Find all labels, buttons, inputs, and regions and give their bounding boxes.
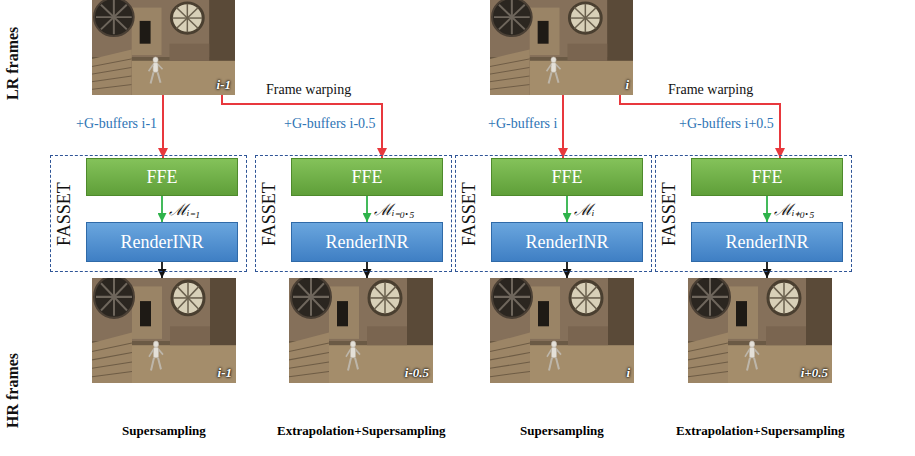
warp-arrow — [222, 95, 382, 158]
feature-arrow — [366, 196, 368, 222]
lr-frame-image: i-1 — [92, 0, 235, 95]
renderinr-block: RenderINR — [691, 222, 843, 262]
frame-caption: Supersampling — [520, 423, 604, 439]
output-arrow — [566, 262, 568, 278]
block-label: RenderINR — [726, 232, 809, 253]
fasset-module: FASSET FFE RenderINR — [50, 155, 247, 272]
renderinr-block: RenderINR — [291, 222, 443, 262]
warp-arrow — [562, 95, 564, 158]
ffe-block: FFE — [691, 158, 843, 196]
frame-index: i+0.5 — [801, 365, 828, 381]
ffe-block: FFE — [291, 158, 443, 196]
frame-index: i — [625, 77, 629, 93]
warp-arrow — [162, 95, 164, 158]
process-label: Frame warping — [266, 82, 351, 98]
frame-caption: Extrapolation+Supersampling — [277, 423, 446, 439]
gbuffer-label: +G-buffers i+0.5 — [679, 116, 774, 132]
block-label: RenderINR — [121, 232, 204, 253]
fasset-module: FASSET FFE RenderINR — [255, 155, 452, 272]
module-name: FASSET — [659, 182, 680, 246]
frame-index: i-0.5 — [405, 365, 429, 381]
lr-frame-image: i — [490, 0, 633, 95]
block-label: RenderINR — [526, 232, 609, 253]
frame-index: i-1 — [217, 77, 231, 93]
hr-frame-image: i-0.5Extrapolation+Supersampling — [289, 278, 433, 383]
module-name: FASSET — [54, 182, 75, 246]
feature-label: ℳᵢ₊₀.₅ — [774, 198, 815, 220]
feature-label: ℳᵢ₋₁ — [169, 198, 200, 220]
frame-index: i — [626, 365, 630, 381]
warp-arrow — [620, 95, 780, 158]
module-name: FASSET — [459, 182, 480, 246]
gbuffer-label: +G-buffers i-0.5 — [284, 116, 376, 132]
row-label: HR frames — [4, 353, 22, 428]
fasset-module: FASSET FFE RenderINR — [655, 155, 852, 272]
fasset-module: FASSET FFE RenderINR — [455, 155, 652, 272]
ffe-block: FFE — [86, 158, 238, 196]
block-label: FFE — [146, 167, 177, 188]
renderinr-block: RenderINR — [86, 222, 238, 262]
renderinr-block: RenderINR — [491, 222, 643, 262]
feature-arrow — [566, 196, 568, 222]
output-arrow — [366, 262, 368, 278]
hr-frame-image: iSupersampling — [490, 278, 634, 383]
block-label: FFE — [751, 167, 782, 188]
ffe-block: FFE — [491, 158, 643, 196]
row-label: LR frames — [4, 27, 22, 100]
block-label: FFE — [551, 167, 582, 188]
feature-label: ℳᵢ — [574, 198, 595, 220]
hr-frame-image: i+0.5Extrapolation+Supersampling — [688, 278, 832, 383]
feature-arrow — [161, 196, 163, 222]
output-arrow — [161, 262, 163, 278]
block-label: RenderINR — [326, 232, 409, 253]
gbuffer-label: +G-buffers i-1 — [76, 116, 157, 132]
frame-caption: Supersampling — [122, 423, 206, 439]
frame-index: i-1 — [218, 365, 232, 381]
block-label: FFE — [351, 167, 382, 188]
hr-frame-image: i-1Supersampling — [92, 278, 236, 383]
output-arrow — [766, 262, 768, 278]
process-label: Frame warping — [668, 82, 753, 98]
feature-label: ℳᵢ₋₀.₅ — [374, 198, 415, 220]
feature-arrow — [766, 196, 768, 222]
gbuffer-label: +G-buffers i — [488, 116, 557, 132]
frame-caption: Extrapolation+Supersampling — [676, 423, 845, 439]
module-name: FASSET — [259, 182, 280, 246]
